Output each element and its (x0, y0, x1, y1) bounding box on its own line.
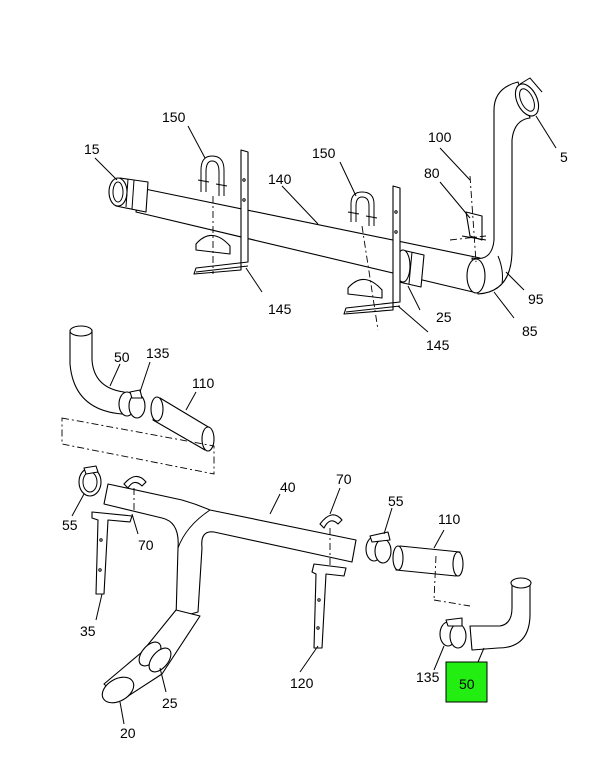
part-55-clamp-left[interactable] (78, 465, 102, 497)
part-40-y-pipe[interactable] (103, 483, 357, 619)
callout-145-right[interactable]: 145 (426, 337, 450, 353)
part-35-bracket[interactable] (91, 511, 133, 595)
part-120-bracket[interactable] (311, 563, 347, 649)
part-5-clamp[interactable] (511, 77, 543, 120)
part-95-elbow[interactable] (466, 81, 531, 295)
part-150-ubolt-right[interactable] (347, 191, 378, 226)
callout-95[interactable]: 95 (528, 291, 544, 307)
upper-assembly (108, 77, 543, 331)
part-80-bracket[interactable] (461, 211, 487, 241)
lower-assembly (78, 465, 532, 704)
callout-150-right[interactable]: 150 (312, 145, 336, 161)
part-145-bracket-right[interactable] (343, 185, 401, 315)
callout-70-left[interactable]: 70 (138, 537, 154, 553)
callout-20[interactable]: 20 (120, 725, 136, 741)
callout-140[interactable]: 140 (268, 171, 292, 187)
part-150-ubolt-left[interactable] (197, 155, 228, 196)
saddle-right[interactable] (347, 278, 383, 299)
callout-50-highlight[interactable]: 50 (459, 676, 475, 692)
part-50-elbow-left[interactable] (69, 325, 125, 415)
callout-70-right[interactable]: 70 (336, 471, 352, 487)
callout-55-right[interactable]: 55 (388, 493, 404, 509)
callout-120[interactable]: 120 (290, 675, 314, 691)
part-25-clamp-lower[interactable] (135, 638, 175, 676)
callout-100[interactable]: 100 (428, 129, 452, 145)
part-70-strap-left[interactable] (123, 475, 147, 489)
callout-5[interactable]: 5 (560, 149, 568, 165)
callout-150-left[interactable]: 150 (162, 109, 186, 125)
callout-35[interactable]: 35 (80, 623, 96, 639)
callout-145-left[interactable]: 145 (268, 301, 292, 317)
callout-50-highlight-box[interactable]: 50 (445, 661, 488, 703)
part-145-bracket-left[interactable] (193, 149, 249, 275)
callout-50-left[interactable]: 50 (114, 349, 130, 365)
callout-135-right[interactable]: 135 (416, 669, 440, 685)
callout-85[interactable]: 85 (522, 323, 538, 339)
middle-elbow-assembly (61, 325, 215, 475)
part-50-elbow-right[interactable] (469, 577, 532, 651)
part-135-clamp-right[interactable] (439, 617, 467, 649)
part-70-strap-right[interactable] (319, 514, 343, 529)
part-55-clamp-right[interactable] (365, 531, 392, 564)
callout-110-right[interactable]: 110 (438, 511, 461, 527)
part-110-pipe-right[interactable] (392, 545, 464, 577)
part-15-coupling[interactable] (108, 177, 149, 213)
part-135-clamp-left[interactable] (118, 389, 146, 419)
callout-40[interactable]: 40 (280, 479, 296, 495)
leader-lines (71, 115, 557, 725)
callout-110-left[interactable]: 110 (192, 375, 215, 391)
callout-25-top[interactable]: 25 (436, 309, 452, 325)
callout-15[interactable]: 15 (84, 141, 100, 157)
part-110-pipe-left[interactable] (150, 396, 215, 452)
callout-55-left[interactable]: 55 (62, 517, 78, 533)
callouts: 5 15 150 150 140 100 80 145 25 145 95 85… (62, 109, 568, 741)
callout-80[interactable]: 80 (424, 165, 440, 181)
callout-135-left[interactable]: 135 (146, 345, 170, 361)
pipe-140[interactable] (135, 187, 481, 293)
callout-25-bottom[interactable]: 25 (162, 695, 178, 711)
